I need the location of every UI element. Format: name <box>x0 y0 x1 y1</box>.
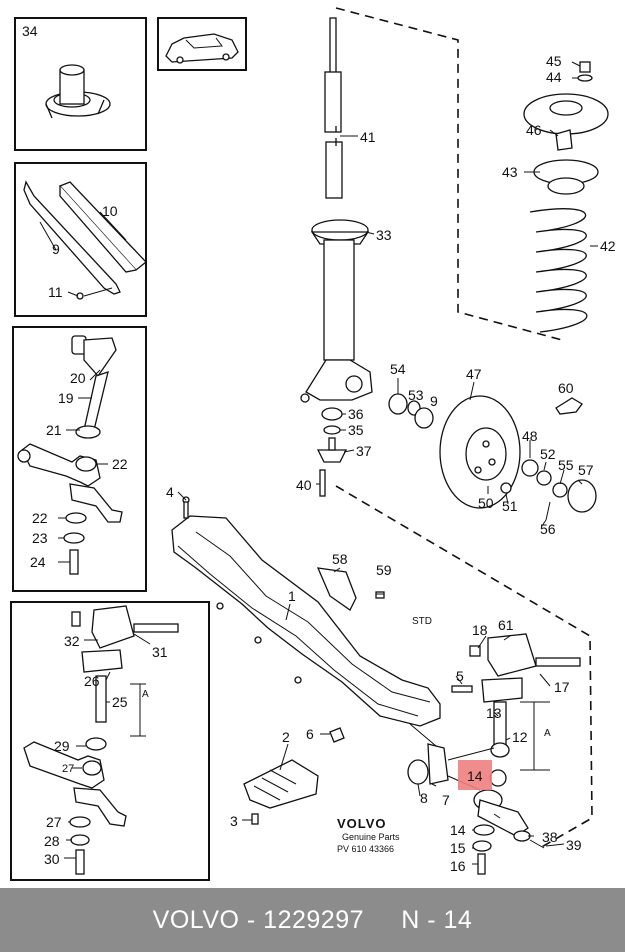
part-label: 13 <box>486 705 502 721</box>
part-label: 40 <box>296 477 312 493</box>
dimension-label: A <box>544 728 551 739</box>
car-thumbnail-icon <box>165 33 239 64</box>
part-label: 6 <box>306 726 314 742</box>
control-arm-b-drawing <box>23 605 179 875</box>
part-label: 56 <box>540 521 556 537</box>
part-label: 45 <box>546 53 562 69</box>
part-label: 12 <box>512 729 528 745</box>
part-label: 27 <box>62 763 74 775</box>
part-label: 43 <box>502 164 518 180</box>
catalog-number-text: PV 610 43366 <box>337 844 394 854</box>
part-label: 46 <box>526 122 542 138</box>
part-number-caption: VOLVO - 1229297 N - 14 <box>152 905 473 934</box>
part-label: 42 <box>600 238 616 254</box>
spring-and-mount-drawing <box>523 61 609 333</box>
part-label: 10 <box>102 203 118 219</box>
part-label: 20 <box>70 370 86 386</box>
inset-box-strut-mount <box>14 17 147 151</box>
part-label: 2 <box>282 729 290 745</box>
part-label: 47 <box>466 366 482 382</box>
part-label: 21 <box>46 422 62 438</box>
part-label: 26 <box>84 673 100 689</box>
part-label: 60 <box>558 380 574 396</box>
part-label: 27 <box>46 814 62 830</box>
part-label: 5 <box>456 668 464 684</box>
part-label: 51 <box>502 498 518 514</box>
part-label: 38 <box>542 829 558 845</box>
part-label: 30 <box>44 851 60 867</box>
part-label: 53 <box>408 387 424 403</box>
part-label: 25 <box>112 694 128 710</box>
part-label: 32 <box>64 633 80 649</box>
volvo-logo-text: VOLVO <box>337 816 387 831</box>
part-label: 14 <box>467 768 483 784</box>
part-label: 36 <box>348 406 364 422</box>
part-label: 44 <box>546 69 562 85</box>
part-label: 17 <box>554 679 570 695</box>
part-label: 24 <box>30 554 46 570</box>
brand-block: VOLVO Genuine Parts PV 610 43366 <box>337 816 400 854</box>
footer-bar: VOLVO - 1229297 N - 14 <box>0 888 625 952</box>
part-label: 4 <box>166 484 174 500</box>
part-label: 19 <box>58 390 74 406</box>
part-label: 9 <box>430 393 438 409</box>
part-label: 1 <box>288 588 296 604</box>
part-label: 39 <box>566 837 582 853</box>
part-label: 23 <box>32 530 48 546</box>
part-label: 48 <box>522 428 538 444</box>
crossmember-drawing <box>171 496 441 825</box>
inset-box-car-thumbnail <box>157 17 247 71</box>
part-label: 15 <box>450 840 466 856</box>
part-label: 57 <box>578 462 594 478</box>
part-label: 41 <box>360 129 376 145</box>
dimension-label: A <box>142 689 149 700</box>
part-label: 29 <box>54 738 70 754</box>
part-label: 58 <box>332 551 348 567</box>
part-label: 33 <box>376 227 392 243</box>
strip-and-bracket-drawing <box>23 180 147 300</box>
hub-and-disc-drawing <box>388 393 597 521</box>
part-label: 22 <box>112 456 128 472</box>
part-label: 61 <box>498 617 514 633</box>
inset-box-control-arm-b <box>10 601 210 881</box>
part-label: 35 <box>348 422 364 438</box>
part-label: 37 <box>356 443 372 459</box>
std-label: STD <box>412 616 432 627</box>
leader-lines <box>39 61 598 865</box>
genuine-parts-text: Genuine Parts <box>342 832 400 842</box>
part-label: 34 <box>22 23 38 39</box>
part-label: 11 <box>48 284 63 300</box>
part-label: 9 <box>52 241 60 257</box>
part-label: 31 <box>152 644 168 660</box>
part-label: 18 <box>472 622 488 638</box>
strut-assembly-drawing <box>300 17 373 497</box>
strut-mount-drawing <box>45 64 111 119</box>
exploded-parts-diagram: 34 10 9 11 20 19 21 22 22 23 24 32 31 26… <box>10 7 616 881</box>
inset-box-strip <box>14 162 147 317</box>
part-label: 8 <box>420 790 428 806</box>
lower-arm-right-drawing <box>407 633 581 875</box>
part-label: 3 <box>230 813 238 829</box>
highlight-box <box>458 760 492 790</box>
part-label: 55 <box>558 457 574 473</box>
part-label: 54 <box>390 361 406 377</box>
part-label: 28 <box>44 833 60 849</box>
part-label: 59 <box>376 562 392 578</box>
part-label: 22 <box>32 510 48 526</box>
part-label: 50 <box>478 495 494 511</box>
dashed-guide-spring <box>335 7 563 341</box>
part-label: 16 <box>450 858 466 874</box>
inset-box-control-arm-a <box>12 326 147 592</box>
part-label: 7 <box>442 792 450 808</box>
part-label: 52 <box>540 446 556 462</box>
part-label: 14 <box>450 822 466 838</box>
part-labels: 34 10 9 11 20 19 21 22 22 23 24 32 31 26… <box>22 23 616 874</box>
